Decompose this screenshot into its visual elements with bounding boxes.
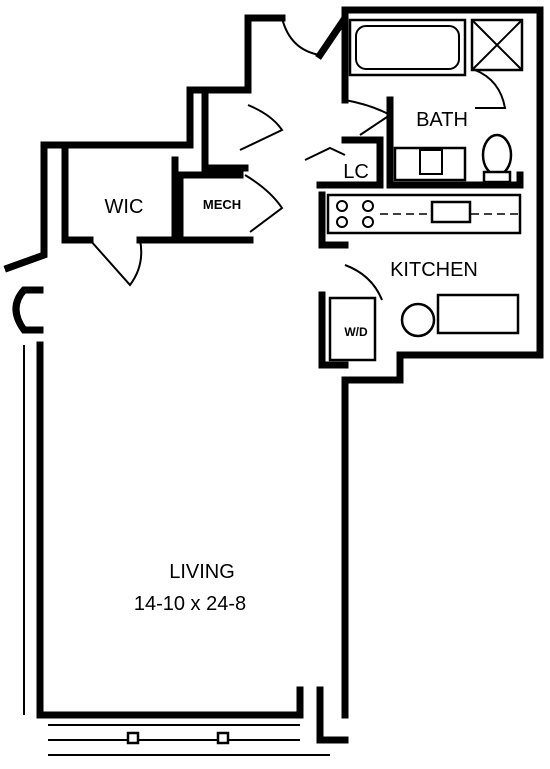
vanity: [393, 146, 467, 182]
kitchen-sink: [430, 200, 472, 224]
lc-door-swing: [304, 146, 346, 161]
walls: [3, 6, 544, 744]
living-label: LIVING: [169, 561, 235, 583]
wd-door-swing: [344, 264, 383, 301]
kitchen-label: KITCHEN: [390, 259, 478, 281]
entry-door-swing: [281, 17, 321, 56]
closet-door-swing: [239, 104, 284, 151]
mech-label: MECH: [203, 197, 241, 212]
room-labels: BATH LC WIC MECH KITCHEN W/D LIVING 14-1…: [105, 109, 478, 615]
mech-door-swing: [244, 174, 284, 233]
wic-label: WIC: [105, 196, 144, 218]
bath-label: BATH: [416, 109, 468, 131]
shower-door-swing: [474, 69, 507, 109]
bath-door-swing: [344, 99, 392, 136]
doors: [89, 17, 507, 301]
water-heater: [400, 302, 436, 338]
living-dimensions: 14-10 x 24-8: [134, 593, 246, 615]
bathtub: [348, 18, 467, 77]
washer-dryer: [328, 296, 377, 362]
wd-label: W/D: [344, 325, 368, 339]
window-balcony: [48, 724, 330, 756]
bath-fixtures: [348, 18, 524, 184]
toilet: [481, 133, 513, 177]
refrigerator: [436, 293, 520, 335]
lc-label: LC: [343, 161, 369, 183]
column-bump: [12, 286, 44, 334]
burner-icon: [336, 200, 348, 212]
kitchen-fixtures: [326, 193, 522, 362]
wic-door-swing: [89, 239, 143, 287]
